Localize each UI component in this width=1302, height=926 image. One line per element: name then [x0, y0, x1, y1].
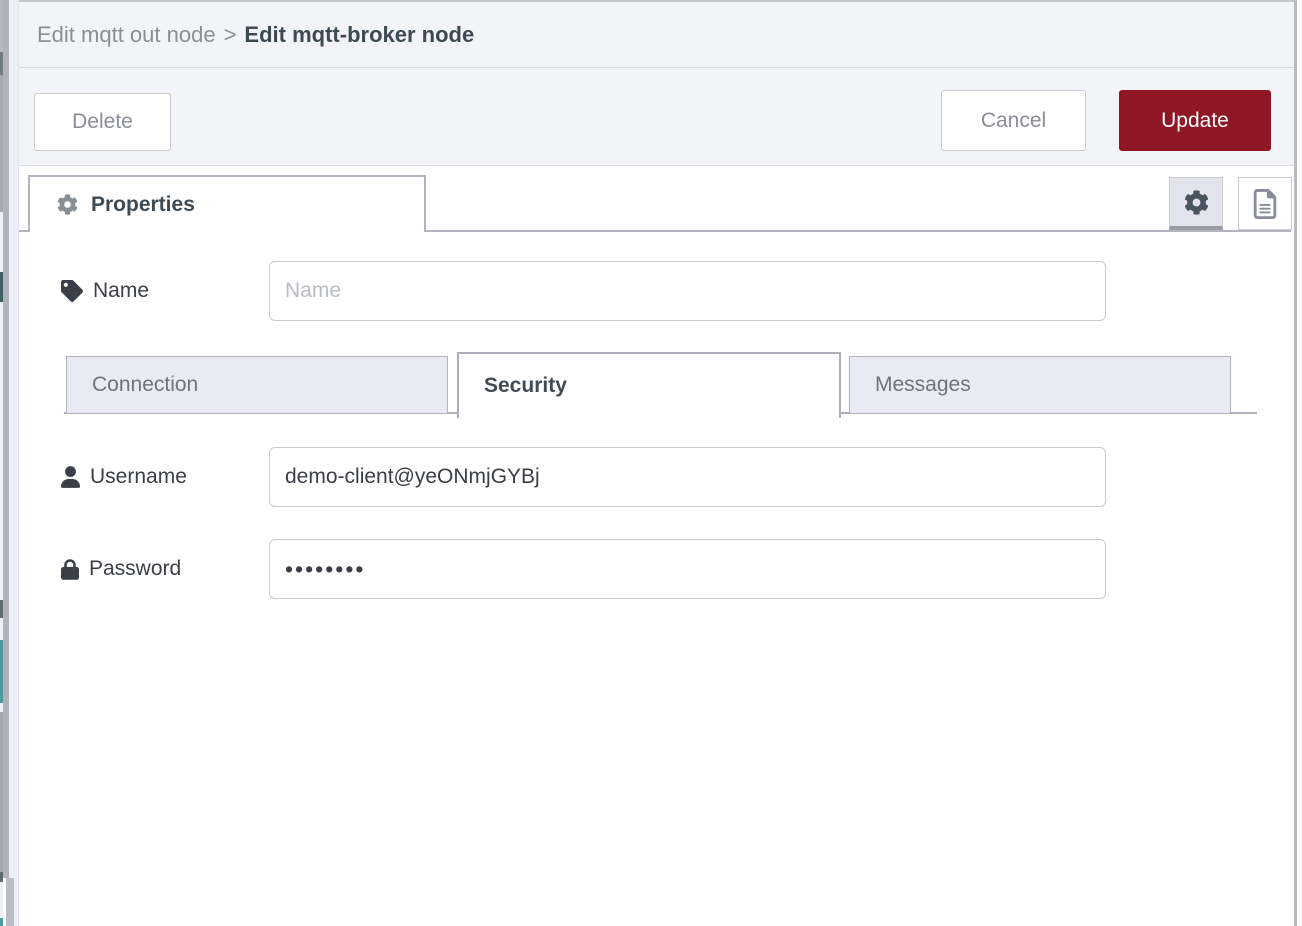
lock-icon [61, 558, 79, 580]
tray-toolbar: Delete Cancel Update [19, 68, 1294, 166]
workspace-fragment [0, 272, 3, 302]
workspace-scrollbar-track [3, 0, 9, 878]
name-label-text: Name [93, 279, 150, 302]
delete-button[interactable]: Delete [34, 93, 171, 151]
workspace-edge-strip [0, 0, 3, 926]
workspace-fragment [0, 600, 3, 618]
document-icon [1253, 188, 1277, 219]
tab-security[interactable]: Security [457, 352, 841, 418]
workspace-fragment [0, 918, 3, 926]
tab-header-divider [426, 230, 1291, 232]
node-settings-button[interactable] [1169, 177, 1223, 230]
gear-icon [1184, 189, 1209, 215]
workspace-fragment [0, 52, 3, 75]
cancel-button[interactable]: Cancel [941, 90, 1086, 151]
tab-connection[interactable]: Connection [66, 356, 448, 414]
breadcrumb-separator: > [223, 21, 237, 47]
workspace-fragment [0, 0, 3, 52]
username-label-text: Username [90, 465, 187, 488]
password-label-text: Password [89, 557, 182, 580]
edit-tray: Edit mqtt out node > Edit mqtt-broker no… [18, 0, 1294, 926]
properties-tab-label: Properties [91, 192, 195, 216]
tab-header-divider [19, 230, 28, 232]
breadcrumb-parent[interactable]: Edit mqtt out node [37, 21, 216, 47]
tray-right-border [1294, 0, 1297, 926]
breadcrumb: Edit mqtt out node > Edit mqtt-broker no… [19, 0, 1294, 68]
user-icon [61, 466, 80, 488]
password-input[interactable] [269, 539, 1106, 599]
tab-messages[interactable]: Messages [849, 356, 1231, 414]
gear-icon [57, 194, 78, 215]
breadcrumb-current: Edit mqtt-broker node [244, 21, 475, 47]
node-description-button[interactable] [1238, 177, 1292, 230]
username-label: Username [61, 462, 187, 492]
workspace-fragment [0, 75, 3, 212]
workspace-fragment [0, 872, 3, 882]
workspace-fragment [0, 712, 3, 872]
username-input[interactable] [269, 447, 1106, 507]
tab-properties[interactable]: Properties [28, 175, 426, 232]
password-label: Password [61, 554, 181, 584]
workspace-fragment [0, 640, 3, 703]
scrollbar-thumb[interactable] [6, 878, 14, 926]
name-input[interactable] [269, 261, 1106, 321]
tray-body: Properties Name [19, 166, 1294, 926]
tray-left-gutter [9, 0, 18, 926]
right-edge-strip [1297, 0, 1302, 926]
update-button[interactable]: Update [1119, 90, 1271, 151]
tag-icon [61, 280, 83, 302]
name-label: Name [61, 276, 149, 306]
